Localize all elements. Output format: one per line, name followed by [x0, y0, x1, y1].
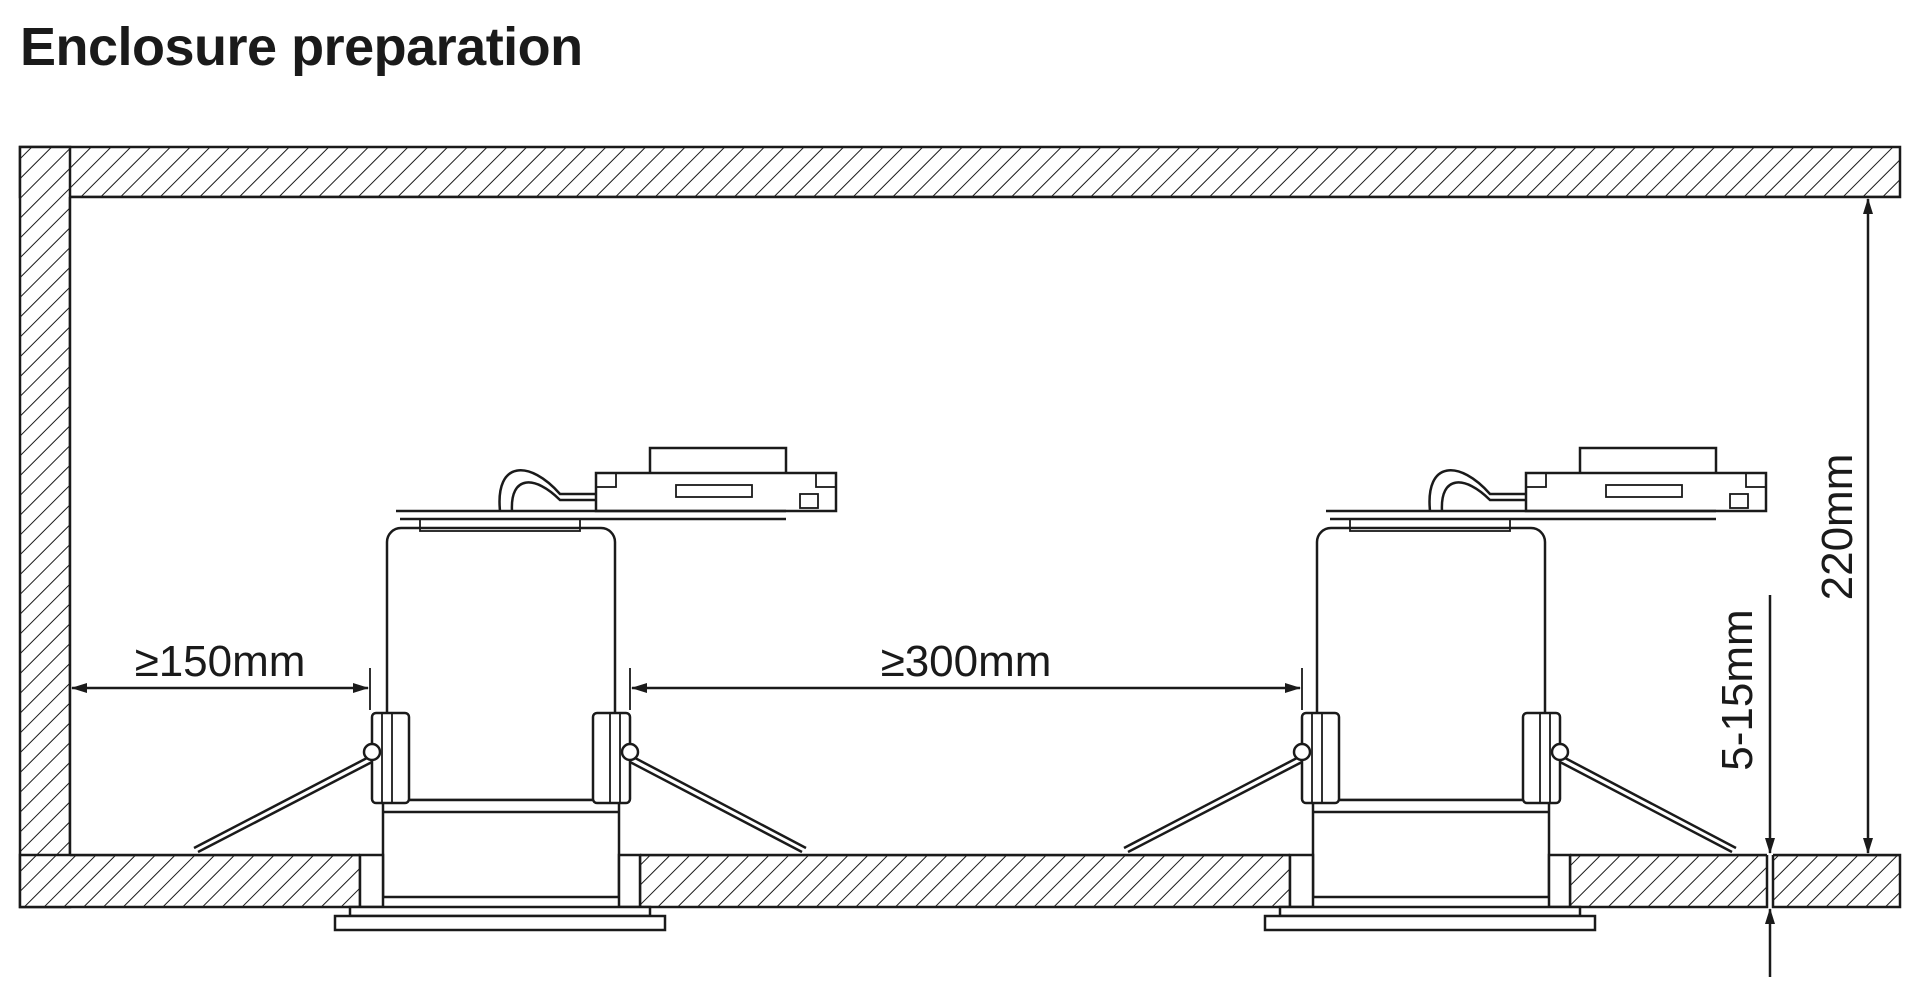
dimension-side-clearance: ≥150mm	[71, 637, 371, 710]
side-clearance-label: ≥150mm	[135, 637, 306, 686]
page-title: Enclosure preparation	[20, 17, 583, 77]
spring-clip-left	[193, 711, 411, 854]
lamp-can	[1315, 526, 1547, 802]
dimension-void-depth: 220mm	[1813, 198, 1873, 854]
driver-box	[396, 446, 838, 521]
cable	[1428, 469, 1526, 512]
bezel-collar	[1311, 798, 1551, 899]
void-depth-label: 220mm	[1813, 454, 1862, 601]
ceiling-thickness-label: 5-15mm	[1713, 609, 1762, 770]
spring-clip-left	[1123, 711, 1341, 854]
enclosure-walls	[18, 145, 1902, 909]
top-slab	[18, 145, 1902, 199]
downlight-right	[1123, 446, 1768, 932]
ceiling-segment-left	[18, 853, 362, 909]
enclosure-cavity	[70, 197, 1900, 855]
fitting-spacing-label: ≥300mm	[881, 637, 1052, 686]
downlight-left	[193, 446, 838, 932]
driver-box	[1326, 446, 1768, 521]
dimension-fitting-spacing: ≥300mm	[629, 637, 1303, 710]
ceiling-segment-middle	[638, 853, 1292, 909]
spring-clip-right	[591, 711, 807, 854]
trim-flange	[1278, 905, 1582, 918]
ceiling-segment-right-b	[1771, 853, 1902, 909]
left-wall	[18, 145, 72, 909]
cable	[498, 469, 596, 512]
lamp-can	[385, 526, 617, 802]
trim-flange	[348, 905, 652, 918]
bezel-collar	[381, 798, 621, 899]
spring-clip-right	[1521, 711, 1737, 854]
ceiling-segment-right-a	[1568, 853, 1769, 909]
dimension-ceiling-thickness: 5-15mm	[1713, 595, 1775, 977]
